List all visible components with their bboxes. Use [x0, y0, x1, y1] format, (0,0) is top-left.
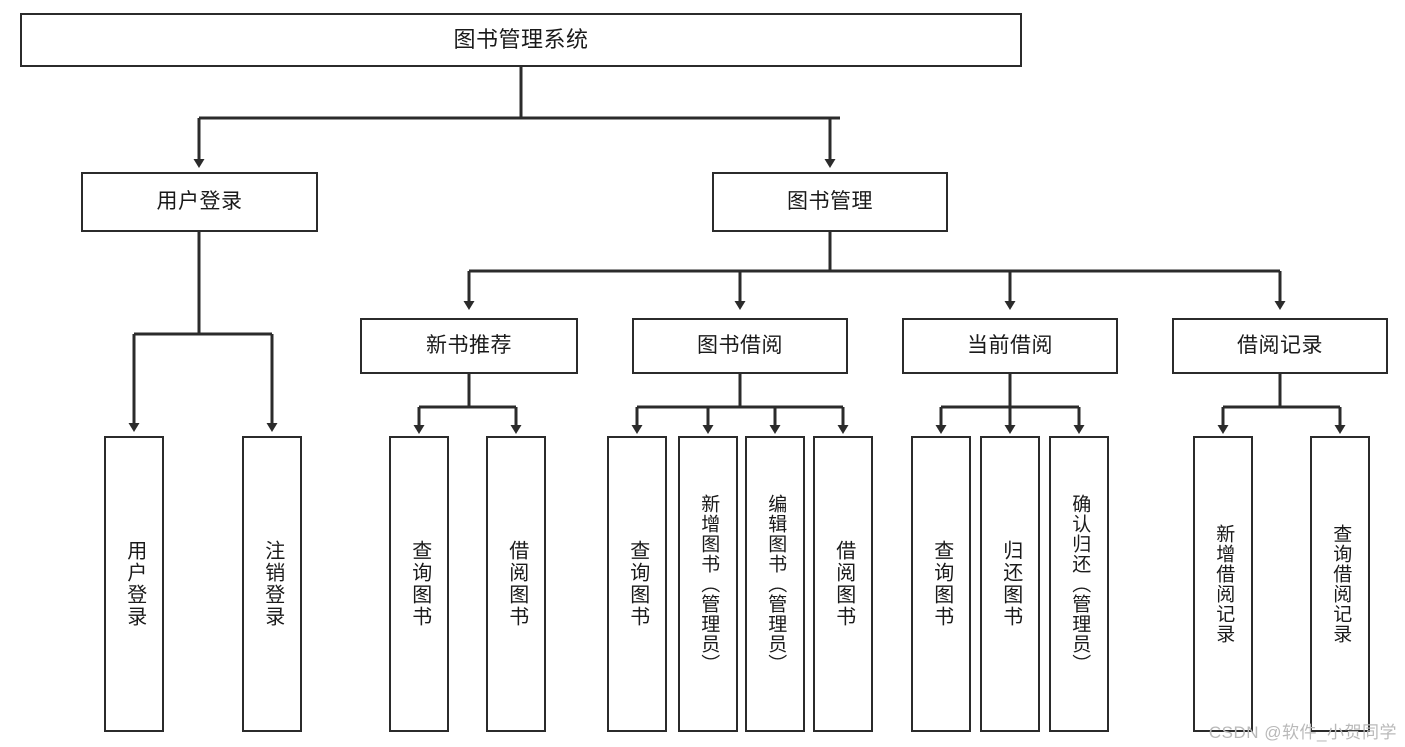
leaf-return-book[interactable]: 归还图书 — [980, 436, 1040, 732]
node-label: 确认归还（管理员） — [1069, 494, 1091, 674]
node-label: 新书推荐 — [426, 333, 512, 357]
node-label: 新增借阅记录 — [1213, 524, 1235, 644]
node-label: 借阅图书 — [505, 540, 528, 628]
node-label: 用户登录 — [156, 189, 243, 213]
node-label: 注销登录 — [261, 540, 284, 628]
leaf-user-login[interactable]: 用户登录 — [104, 436, 164, 732]
node-label: 借阅图书 — [832, 540, 855, 628]
leaf-borrow-book-borrow[interactable]: 借阅图书 — [813, 436, 873, 732]
node-borrow-record[interactable]: 借阅记录 — [1172, 318, 1388, 374]
node-label: 查询图书 — [626, 540, 649, 628]
node-new-book-recommend[interactable]: 新书推荐 — [360, 318, 578, 374]
node-user-login[interactable]: 用户登录 — [81, 172, 318, 232]
node-label: 新增图书（管理员） — [698, 494, 720, 674]
node-label: 编辑图书（管理员） — [765, 494, 787, 674]
node-label: 图书管理系统 — [453, 27, 589, 53]
node-label: 查询借阅记录 — [1330, 524, 1352, 644]
node-label: 查询图书 — [930, 540, 953, 628]
node-label: 借阅记录 — [1237, 333, 1323, 357]
node-book-management[interactable]: 图书管理 — [712, 172, 948, 232]
node-label: 图书管理 — [787, 189, 873, 213]
node-book-borrow[interactable]: 图书借阅 — [632, 318, 848, 374]
node-label: 归还图书 — [999, 540, 1022, 628]
leaf-borrow-book-recommend[interactable]: 借阅图书 — [486, 436, 546, 732]
leaf-add-borrow-record[interactable]: 新增借阅记录 — [1193, 436, 1253, 732]
leaf-query-book-recommend[interactable]: 查询图书 — [389, 436, 449, 732]
node-current-borrow[interactable]: 当前借阅 — [902, 318, 1118, 374]
node-label: 用户登录 — [123, 540, 146, 628]
leaf-query-borrow-record[interactable]: 查询借阅记录 — [1310, 436, 1370, 732]
node-label: 查询图书 — [408, 540, 431, 628]
leaf-edit-book-admin[interactable]: 编辑图书（管理员） — [745, 436, 805, 732]
leaf-query-book-current[interactable]: 查询图书 — [911, 436, 971, 732]
leaf-logout[interactable]: 注销登录 — [242, 436, 302, 732]
leaf-add-book-admin[interactable]: 新增图书（管理员） — [678, 436, 738, 732]
leaf-confirm-return-admin[interactable]: 确认归还（管理员） — [1049, 436, 1109, 732]
node-label: 当前借阅 — [967, 333, 1053, 357]
node-label: 图书借阅 — [697, 333, 783, 357]
csdn-watermark: CSDN @软件_小贺同学 — [1208, 723, 1397, 742]
node-root-system[interactable]: 图书管理系统 — [20, 13, 1022, 67]
leaf-query-book-borrow[interactable]: 查询图书 — [607, 436, 667, 732]
